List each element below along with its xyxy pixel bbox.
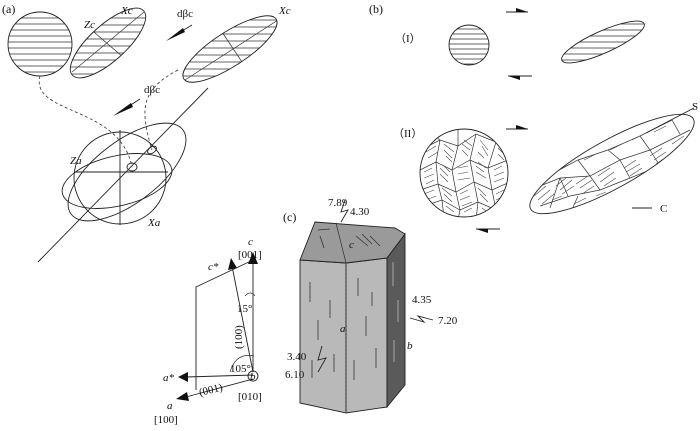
- label-plane-100: (100): [233, 325, 245, 349]
- front-value-1: 3.40: [287, 351, 307, 363]
- top-edge-line: [335, 222, 347, 264]
- label-angle-105: 105°: [230, 363, 251, 375]
- panel-c-label: (c): [283, 210, 296, 224]
- shear-direction-line: [37, 87, 209, 263]
- label-zc: Zc: [84, 19, 95, 31]
- elongated-grain-hatching: [533, 125, 689, 205]
- a-star-arrowhead: [178, 372, 188, 382]
- crystal-prism: [299, 221, 406, 414]
- inner-strain-ellipse: [61, 153, 173, 209]
- shear-arrows-stage-1: [506, 8, 532, 80]
- label-xc-left: Xc: [120, 5, 133, 17]
- ellipse-zc: [60, 7, 156, 82]
- label-b-index: [010]: [238, 391, 262, 403]
- crystal-side-label: b: [407, 340, 413, 352]
- crystal-front-streaks: [309, 278, 377, 380]
- top-value-1: 7.89: [328, 197, 348, 209]
- angle-arc-15: [244, 292, 256, 297]
- label-c: C: [660, 203, 667, 215]
- label-xc-right: Xc: [278, 5, 291, 17]
- label-dbc-top: dβc: [177, 8, 193, 20]
- stage-2-grain-circle: [419, 128, 509, 218]
- dbc-arrow-top: [166, 24, 193, 41]
- label-dbc-mid: dβc: [144, 84, 160, 96]
- panel-b-label: (b): [369, 2, 383, 16]
- label-a-index: [100]: [154, 414, 178, 426]
- grain-boundaries: [420, 130, 508, 217]
- elongated-grain-boundaries: [529, 119, 700, 215]
- crystal-top-hatching: [317, 228, 381, 249]
- stage-1-circle: [448, 24, 490, 66]
- stage-2-grain-ellipse: [529, 113, 700, 215]
- crystal-side-streaks: [392, 262, 399, 362]
- label-xa: Xa: [147, 217, 161, 229]
- crystal-front-label: a: [340, 323, 346, 335]
- crystal-front-face: [299, 259, 347, 414]
- outer-strain-ellipse: [67, 122, 187, 222]
- axes-frame: [195, 259, 254, 390]
- striped-circle-top-left: [7, 11, 73, 77]
- strain-ellipsoid: [37, 87, 209, 263]
- top-zigzag: [340, 199, 349, 223]
- stage-1-ellipse: [557, 20, 649, 64]
- angle-arc-105: [229, 355, 255, 373]
- top-value-2: 4.30: [350, 206, 370, 218]
- label-c-index: [001]: [238, 249, 262, 261]
- grain-marker-1: [126, 162, 138, 172]
- grain-marker-2: [147, 145, 157, 155]
- crystal-axes-diagram: [176, 252, 259, 401]
- crystal-front-face-2: [345, 257, 388, 414]
- a-axis-arrowhead: [176, 392, 189, 401]
- dashed-connector-left: [38, 75, 133, 168]
- label-za: Za: [70, 155, 82, 167]
- dbc-arrow-mid: [113, 98, 141, 116]
- b-axis-marker: [247, 370, 259, 382]
- label-c-star: c*: [208, 261, 219, 273]
- side-value-2: 7.20: [438, 315, 458, 327]
- crystal-side-face: [386, 232, 406, 409]
- label-a-axis: a: [167, 400, 173, 412]
- front-value-2: 6.10: [285, 369, 305, 381]
- circle-stripes: [8, 17, 72, 73]
- label-c-axis: c: [248, 236, 253, 248]
- grain-hatching: [423, 139, 508, 215]
- label-b-axis: b: [250, 371, 256, 383]
- crystal-top-face: [299, 221, 406, 264]
- label-s: S: [692, 101, 698, 113]
- label-stage-2: （II）: [393, 127, 422, 140]
- shear-arrows-stage-2: [476, 125, 528, 233]
- label-stage-1: （I）: [395, 32, 421, 45]
- a-star-axis-line: [185, 374, 254, 378]
- c-axis-arrowhead: [248, 252, 258, 264]
- label-plane-001: (001): [198, 381, 224, 398]
- crystal-top-label: c: [349, 239, 354, 251]
- label-angle-15: 15°: [237, 303, 252, 315]
- dashed-connector-right: [144, 69, 179, 151]
- panel-a-label: (a): [2, 2, 15, 16]
- c-star-axis-line: [231, 265, 254, 373]
- a-axis-line: [185, 378, 254, 398]
- front-zigzag: [317, 345, 327, 373]
- side-zigzag: [409, 315, 434, 323]
- side-value-1: 4.35: [412, 294, 432, 306]
- s-plane-line: [645, 107, 695, 134]
- c-star-arrowhead: [228, 258, 237, 270]
- label-a-star: a*: [163, 372, 175, 384]
